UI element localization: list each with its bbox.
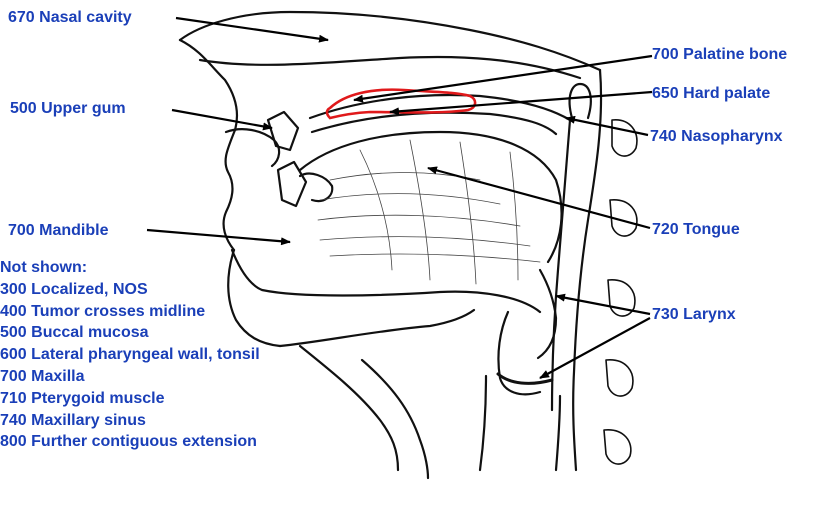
not-shown-item: 500 Buccal mucosa: [0, 322, 260, 344]
not-shown-list: Not shown: 300 Localized, NOS 400 Tumor …: [0, 257, 260, 453]
not-shown-item: 740 Maxillary sinus: [0, 410, 260, 432]
label-palatine-bone: 700 Palatine bone: [652, 45, 787, 64]
not-shown-item: 300 Localized, NOS: [0, 279, 260, 301]
arrow-mandible: [147, 230, 290, 242]
trachea-front: [480, 376, 486, 470]
hyoid-floor: [280, 310, 474, 346]
nose-outline: [180, 40, 237, 250]
trachea-back: [556, 396, 560, 470]
arrow-larynx-1: [556, 296, 650, 314]
tongue-fibers: [318, 140, 540, 284]
label-nasal-cavity: 670 Nasal cavity: [8, 8, 132, 27]
label-mandible: 700 Mandible: [8, 221, 108, 240]
cervical-spine: [604, 120, 637, 464]
label-nasopharynx: 740 Nasopharynx: [650, 127, 783, 146]
not-shown-item: 710 Pterygoid muscle: [0, 388, 260, 410]
mandible-outline: [232, 250, 540, 312]
label-tongue: 720 Tongue: [652, 220, 740, 239]
upper-teeth: [268, 112, 298, 150]
nasopharynx-loop: [570, 84, 591, 118]
label-hard-palate: 650 Hard palate: [652, 84, 770, 103]
label-upper-gum: 500 Upper gum: [10, 99, 126, 118]
palate-underside: [312, 113, 556, 134]
skull-base-outline: [180, 12, 600, 70]
arrow-palatine-bone: [354, 56, 652, 100]
neck-line-2: [362, 360, 428, 478]
not-shown-heading: Not shown:: [0, 257, 260, 279]
not-shown-item: 800 Further contiguous extension: [0, 431, 260, 453]
neck-front: [300, 346, 398, 470]
arrow-upper-gum: [172, 110, 272, 128]
not-shown-item: 400 Tumor crosses midline: [0, 301, 260, 323]
pharynx-posterior-wall: [573, 70, 601, 470]
not-shown-item: 600 Lateral pharyngeal wall, tonsil: [0, 344, 260, 366]
arrow-nasopharynx: [566, 118, 648, 135]
label-larynx: 730 Larynx: [652, 305, 736, 324]
not-shown-item: 700 Maxilla: [0, 366, 260, 388]
